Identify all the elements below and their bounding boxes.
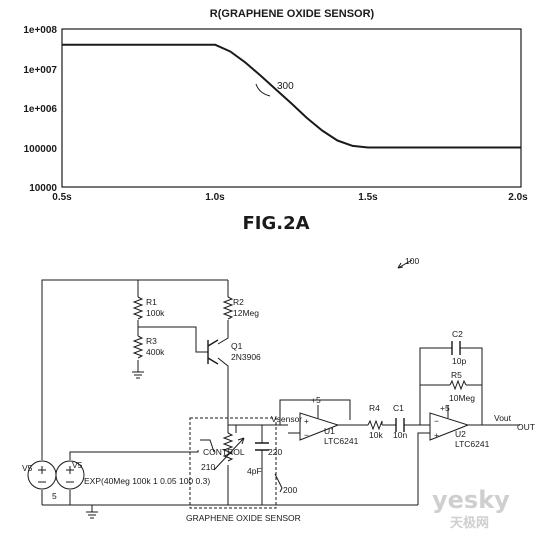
watermark: yesky 天极网 <box>432 486 510 531</box>
cap-value: 4pF <box>247 466 262 476</box>
q1-label: Q1 <box>231 341 243 351</box>
y-tick-label: 10000 <box>29 183 57 194</box>
vsensor-label: Vsensor <box>271 414 302 424</box>
sensor-capacitor <box>255 442 269 451</box>
wire-c2-left <box>419 347 452 425</box>
graph-title: R(GRAPHENE OXIDE SENSOR) <box>210 8 375 20</box>
v5-right-label: V5 <box>72 460 83 470</box>
u2-label: U2 <box>455 429 466 439</box>
wire-c2-right <box>460 347 483 425</box>
r4-label: R4 <box>369 403 380 413</box>
r5-value: 10Meg <box>449 393 475 403</box>
graph: R(GRAPHENE OXIDE SENSOR) 1e+008 1e+007 1… <box>23 8 528 234</box>
v5-left-value: 5 <box>52 491 57 501</box>
y-tick-label: 1e+007 <box>23 65 57 76</box>
q1-value: 2N3906 <box>231 352 261 362</box>
v5-left-label: V5 <box>22 463 33 473</box>
y-axis-ticks: 1e+008 1e+007 1e+006 100000 10000 <box>23 25 57 194</box>
schematic-labels: 100 R1 100k R2 12Meg R3 400k Q1 2N3906 +… <box>22 256 535 523</box>
voltage-source-right <box>55 460 85 490</box>
resistor-r3 <box>132 335 144 359</box>
box-label: GRAPHENE OXIDE SENSOR <box>186 513 301 523</box>
x-axis-ticks: 0.5s 1.0s 1.5s 2.0s <box>52 192 528 203</box>
watermark-subtitle: 天极网 <box>450 515 489 531</box>
schematic: + − − + <box>27 259 520 519</box>
sensor-box <box>189 417 277 509</box>
wire-v5-right-top <box>69 450 199 460</box>
r1-value: 100k <box>146 308 165 318</box>
exp-source: EXP(40Meg 100k 1 0.05 100 0.3) <box>84 476 210 486</box>
ground-r3 <box>132 371 144 379</box>
box-ref: 200 <box>283 485 297 495</box>
wire-u1-feedback <box>279 399 351 425</box>
out-label: OUT <box>517 422 535 432</box>
y-tick-label: 1e+008 <box>23 25 57 36</box>
wire-base <box>138 326 208 353</box>
ref-100: 100 <box>405 256 419 266</box>
series-line <box>62 43 521 149</box>
r4-value: 10k <box>369 430 383 440</box>
sensor-variable-arrow <box>213 437 245 471</box>
r2-label: R2 <box>233 297 244 307</box>
u1-plus-pin: + <box>304 416 309 426</box>
x-tick-label: 1.5s <box>358 192 378 203</box>
u1-supply: +5 <box>311 395 321 405</box>
plot-frame <box>61 28 522 188</box>
control-leader <box>200 439 215 453</box>
ref-arrowhead <box>397 262 404 269</box>
u1-value: LTC6241 <box>324 436 359 446</box>
c1-value: 10n <box>393 430 407 440</box>
x-tick-label: 1.0s <box>205 192 225 203</box>
y-tick-label: 1e+006 <box>23 104 57 115</box>
u2-minus-pin: − <box>434 416 439 426</box>
curve-label: 300 <box>277 81 294 92</box>
wire-cap <box>227 424 263 505</box>
x-tick-label: 2.0s <box>508 192 528 203</box>
capacitor-c1 <box>395 418 405 432</box>
vout-label: Vout <box>494 413 512 423</box>
resistor-r4 <box>367 419 383 431</box>
wire-collector <box>217 357 229 425</box>
ground-symbol <box>86 511 98 519</box>
box-ref-leader <box>274 473 283 493</box>
resistor-r1 <box>132 296 144 320</box>
r3-label: R3 <box>146 336 157 346</box>
resistor-r5 <box>449 379 467 391</box>
curve-label-leader <box>255 83 271 97</box>
u1-label: U1 <box>324 426 335 436</box>
wire-u2-plus <box>417 432 430 505</box>
transistor-q1 <box>207 339 219 365</box>
x-tick-label: 0.5s <box>52 192 72 203</box>
sensor-ref: 210 <box>201 462 215 472</box>
u2-supply: +5 <box>440 403 450 413</box>
opamp-u2 <box>429 412 470 441</box>
c1-label: C1 <box>393 403 404 413</box>
source-right-polarity <box>66 466 74 483</box>
u2-value: LTC6241 <box>455 439 490 449</box>
r5-label: R5 <box>451 370 462 380</box>
c2-label: C2 <box>452 329 463 339</box>
opamp-u1 <box>299 412 340 441</box>
wire-top-rail <box>41 279 228 460</box>
c2-value: 10p <box>452 356 466 366</box>
curve-layer <box>62 43 521 149</box>
y-tick-label: 100000 <box>24 144 58 155</box>
r1-label: R1 <box>146 297 157 307</box>
figure-label: FIG.2A <box>242 213 309 234</box>
ref-arrow <box>397 259 413 269</box>
wire-emitter <box>217 320 229 345</box>
r3-value: 400k <box>146 347 165 357</box>
control-label: CONTROL <box>203 447 245 457</box>
u2-plus-pin: + <box>434 430 439 440</box>
source-left-polarity <box>38 466 46 483</box>
capacitor-c2 <box>451 341 461 355</box>
cap-ref: 220 <box>268 447 282 457</box>
r2-value: 12Meg <box>233 308 259 318</box>
resistor-r2 <box>222 296 234 320</box>
u1-minus-pin: − <box>304 430 309 440</box>
watermark-brand: yesky <box>432 486 510 514</box>
